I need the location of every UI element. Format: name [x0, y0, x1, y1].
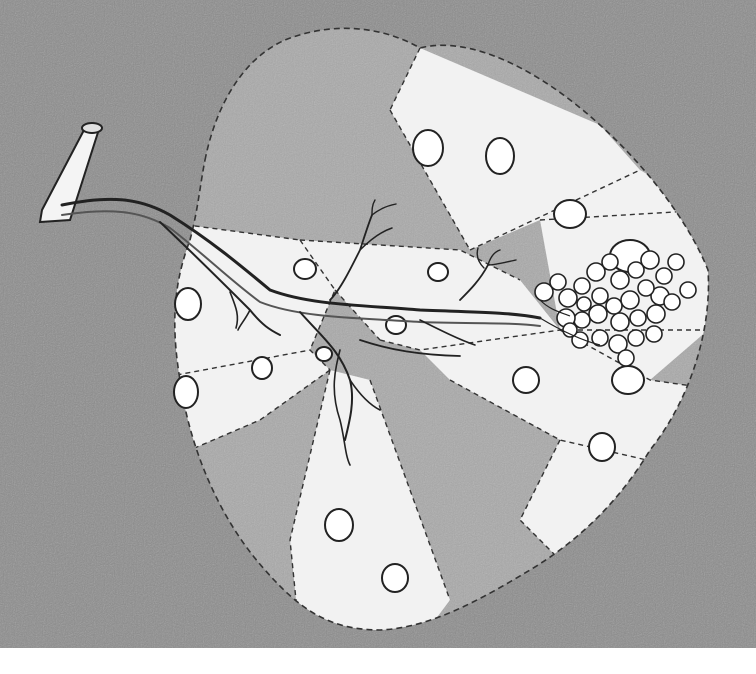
node-marker	[554, 200, 586, 228]
node-marker	[325, 509, 353, 541]
node-marker	[175, 288, 201, 320]
node-marker	[513, 367, 539, 393]
node-marker	[486, 138, 514, 174]
node-marker	[252, 357, 272, 379]
node-marker	[386, 316, 406, 334]
node-marker	[612, 366, 644, 394]
node-marker	[428, 263, 448, 281]
node-marker	[316, 347, 332, 361]
node-marker	[413, 130, 443, 166]
node-marker	[294, 259, 316, 279]
bottom-strip	[0, 648, 756, 674]
node-marker	[382, 564, 408, 592]
node-marker	[174, 376, 198, 408]
node-marker	[589, 433, 615, 461]
